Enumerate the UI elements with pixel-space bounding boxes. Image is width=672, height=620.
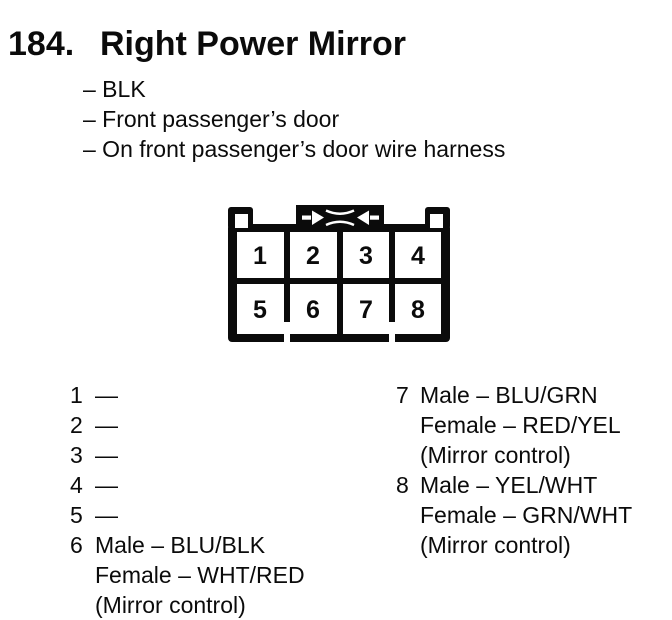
cavity-1 [237, 232, 284, 278]
cavity-5 [237, 284, 284, 334]
pinout-pin-number: 1 [70, 382, 83, 408]
pinout-wire-female: Female – RED/YEL [420, 412, 621, 438]
connector-housing: 1 2 3 4 5 6 7 8 [228, 205, 450, 343]
pinout-wire-text: — [95, 382, 118, 408]
section-number: 184. [8, 25, 75, 63]
connector-details: – BLK – Front passenger’s door – On fron… [83, 74, 505, 164]
pinout-pin-number: 7 [396, 382, 409, 408]
cavity-7 [343, 284, 389, 334]
pinout-row-1: 1 — [70, 380, 305, 410]
cavity-2 [290, 232, 337, 278]
latch-bowtie-icon [302, 209, 379, 227]
pinout-row-8: 8 Male – YEL/WHT Female – GRN/WHT (Mirro… [396, 470, 632, 560]
pin-number-5: 5 [253, 296, 267, 324]
pinout-pin-number: 5 [70, 502, 83, 528]
cavity-6 [290, 284, 337, 334]
pinout-wire-male: Male – BLU/BLK [95, 532, 266, 558]
pin-number-7: 7 [359, 296, 373, 324]
pinout-function: (Mirror control) [420, 442, 571, 468]
ear-pocket-right [430, 214, 443, 228]
pinout-pin-number: 2 [70, 412, 83, 438]
pin-number-3: 3 [359, 242, 373, 270]
pinout-wire-female: Female – WHT/RED [95, 562, 305, 588]
pinout-row-4: 4 — [70, 470, 305, 500]
pinout-pin-number: 3 [70, 442, 83, 468]
detail-line: – BLK [83, 76, 146, 102]
pinout-function: (Mirror control) [95, 592, 246, 618]
cavity-3 [343, 232, 389, 278]
pin-number-6: 6 [306, 296, 320, 324]
latch-tab [296, 205, 384, 231]
pinout-row-5: 5 — [70, 500, 305, 530]
pin-number-2: 2 [306, 242, 320, 270]
pinout-row-7: 7 Male – BLU/GRN Female – RED/YEL (Mirro… [396, 380, 632, 470]
pin-cavities [237, 232, 441, 334]
pinout-wire-female: Female – GRN/WHT [420, 502, 633, 528]
cavity-4 [395, 232, 441, 278]
connector-diagram: 1 2 3 4 5 6 7 8 [228, 205, 450, 343]
detail-line: – On front passenger’s door wire harness [83, 136, 506, 162]
ear-pocket-left [235, 214, 248, 228]
pin-number-8: 8 [411, 296, 425, 324]
pinout-row-3: 3 — [70, 440, 305, 470]
pinout-wire-text: — [95, 412, 118, 438]
pinout-wire-text: — [95, 502, 118, 528]
pinout-list-left: 1 — 2 — 3 — 4 — 5 — 6 Male – BLU/BLK Fem… [70, 380, 305, 620]
cavity-8 [395, 284, 441, 334]
pinout-wire-male: Male – YEL/WHT [420, 472, 598, 498]
pinout-pin-number: 6 [70, 532, 83, 558]
section-title: 184. Right Power Mirror [8, 24, 406, 64]
pinout-wire-male: Male – BLU/GRN [420, 382, 598, 408]
pinout-wire-text: — [95, 442, 118, 468]
pinout-function: (Mirror control) [420, 532, 571, 558]
pin-number-1: 1 [253, 242, 267, 270]
pin-numbers: 1 2 3 4 5 6 7 8 [253, 242, 425, 324]
pinout-row-2: 2 — [70, 410, 305, 440]
pinout-row-6: 6 Male – BLU/BLK Female – WHT/RED (Mirro… [70, 530, 305, 620]
keying-notches [278, 322, 400, 343]
pinout-pin-number: 8 [396, 472, 409, 498]
page-title: Right Power Mirror [100, 25, 407, 63]
pinout-list-right: 7 Male – BLU/GRN Female – RED/YEL (Mirro… [396, 380, 632, 560]
pin-number-4: 4 [411, 242, 425, 270]
pinout-wire-text: — [95, 472, 118, 498]
pinout-pin-number: 4 [70, 472, 83, 498]
detail-line: – Front passenger’s door [83, 106, 340, 132]
